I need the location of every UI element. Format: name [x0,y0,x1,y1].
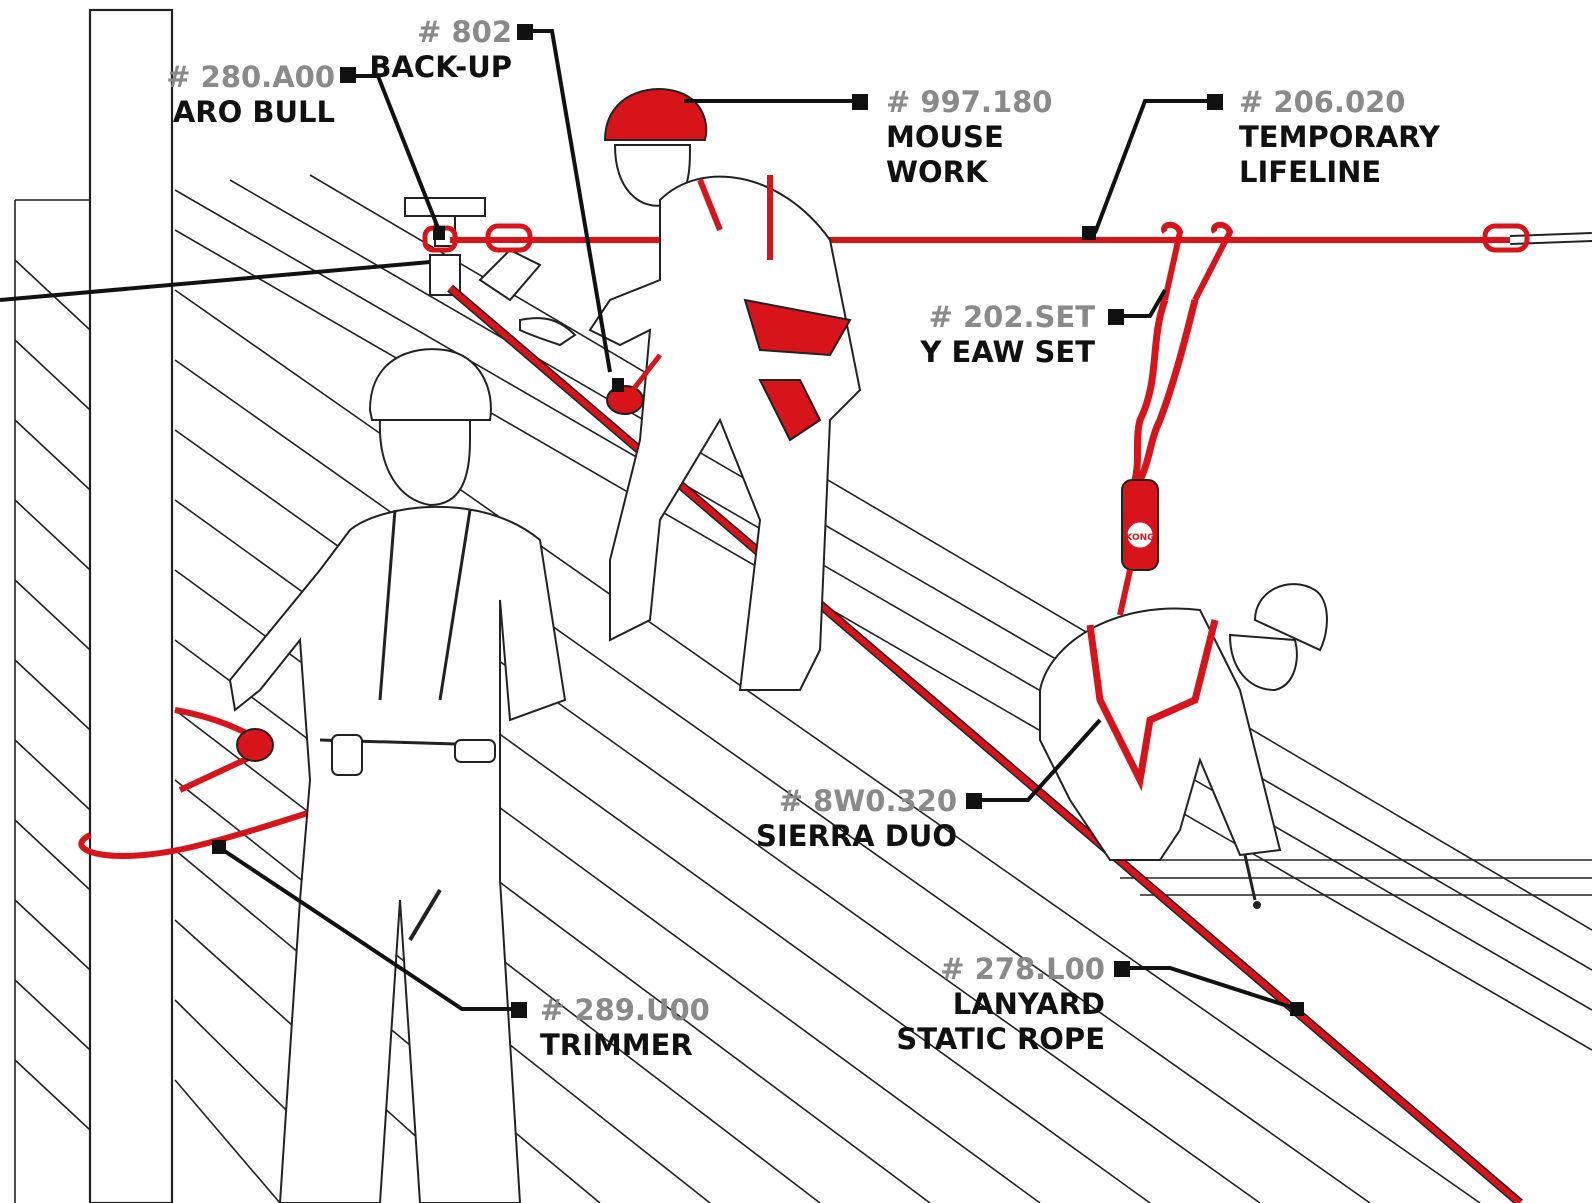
callout-mouse-work: # 997.180 MOUSE WORK [886,88,1052,187]
worker-standing-left [230,349,565,1203]
callout-trimmer: # 289.U00 TRIMMER [540,996,710,1060]
kong-logo-text: KONG [1125,533,1154,543]
callout-back-up-code: # 802 [360,18,512,47]
callout-y-eaw-set-code: # 202.SET [900,303,1095,332]
callout-temporary-lifeline-name-1: TEMPORARY [1239,123,1440,152]
callout-temporary-lifeline: # 206.020 TEMPORARY LIFELINE [1239,88,1440,187]
callout-y-eaw-set-name: Y EAW SET [900,338,1095,367]
callout-sierra-duo-code: # 8W0.320 [755,787,957,816]
leader-temporary-lifeline [1095,101,1214,233]
callout-back-up: # 802 BACK-UP [360,18,512,82]
callout-lanyard-static-rope-code: # 278.L00 [890,955,1105,984]
anchor-rope-black [0,262,430,300]
callout-sierra-duo: # 8W0.320 SIERRA DUO [755,787,957,851]
callout-mouse-work-name-2: WORK [886,158,1052,187]
callout-lanyard-static-rope: # 278.L00 LANYARD STATIC ROPE [890,955,1105,1054]
y-eaw-set-lanyard [1120,225,1230,615]
callout-temporary-lifeline-code: # 206.020 [1239,88,1440,117]
support-pillar [90,10,172,1203]
callout-sierra-duo-name: SIERRA DUO [755,822,957,851]
callout-back-up-name: BACK-UP [360,53,512,82]
callout-lanyard-static-rope-name-2: STATIC ROPE [890,1025,1105,1054]
callout-y-eaw-set: # 202.SET Y EAW SET [900,303,1095,367]
callout-aro-bull-name: ARO BULL [150,98,335,127]
callout-aro-bull: # 280.A00 ARO BULL [150,63,335,127]
callout-mouse-work-name-1: MOUSE [886,123,1052,152]
callout-trimmer-code: # 289.U00 [540,996,710,1025]
callout-trimmer-name: TRIMMER [540,1031,710,1060]
callout-mouse-work-code: # 997.180 [886,88,1052,117]
callout-temporary-lifeline-name-2: LIFELINE [1239,158,1440,187]
callout-aro-bull-code: # 280.A00 [150,63,335,92]
callout-lanyard-static-rope-name-1: LANYARD [890,990,1105,1019]
